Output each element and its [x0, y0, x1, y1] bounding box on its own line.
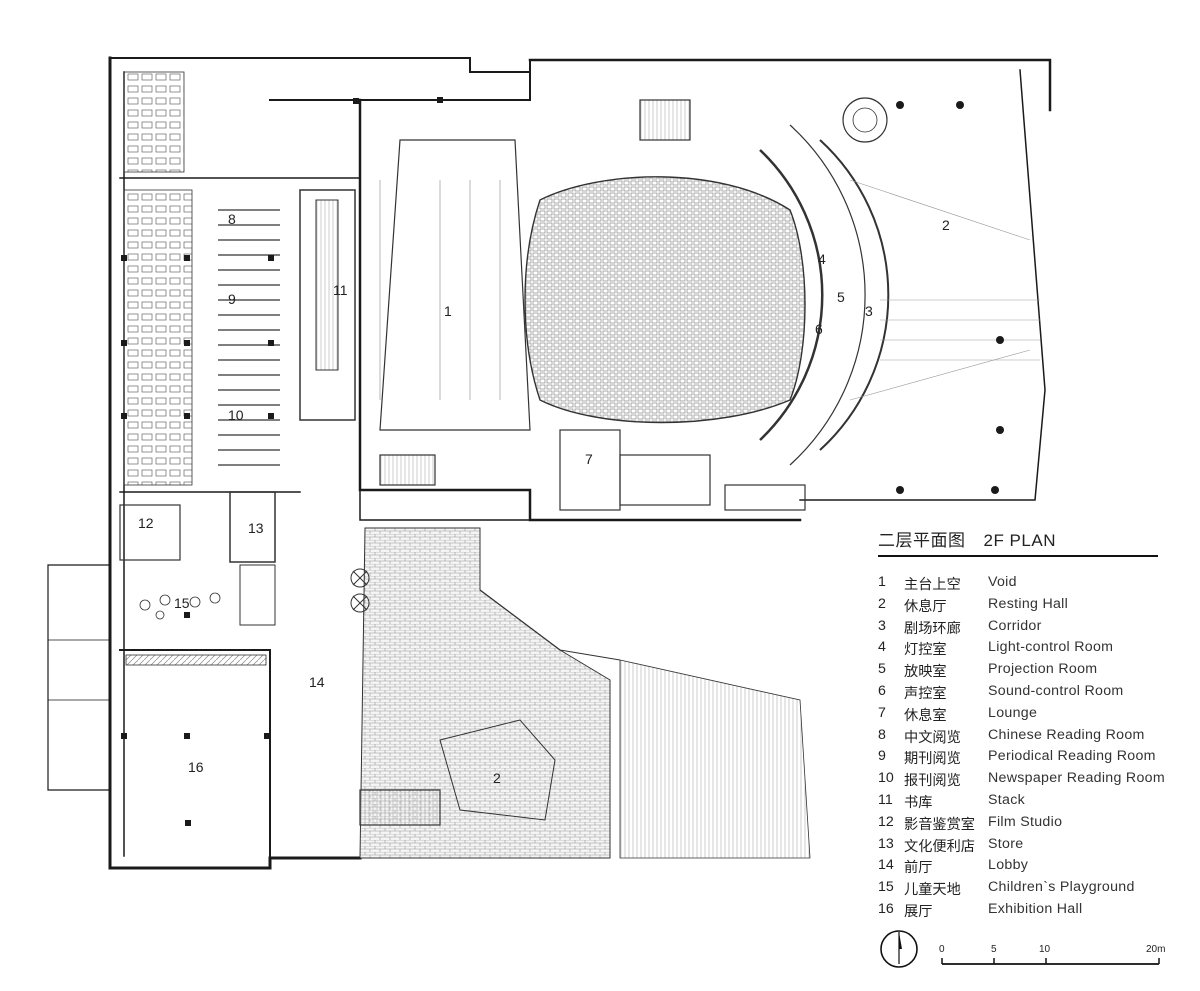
scale-tick-label: 5 [991, 944, 997, 955]
library-interior [119, 71, 443, 826]
room-label-12: 12 [138, 515, 154, 531]
room-label-6: 6 [815, 321, 823, 337]
scale-bar [941, 958, 1160, 965]
north-arrow-icon [880, 930, 918, 968]
room-number-labels: 1 2 2 3 4 5 6 7 8 9 10 11 12 13 14 15 16 [138, 211, 950, 786]
room-label-11: 11 [333, 282, 348, 298]
room-label-16: 16 [188, 759, 204, 775]
room-label-10: 10 [228, 407, 244, 423]
room-label-2-lobby: 2 [493, 770, 501, 786]
room-label-15: 15 [174, 595, 190, 611]
stage-void [379, 139, 531, 431]
room-label-5: 5 [837, 289, 845, 305]
scale-tick-label: 10 [1039, 944, 1051, 955]
lobby-terrace [350, 527, 811, 859]
room-label-1: 1 [444, 303, 452, 319]
room-label-7: 7 [585, 451, 593, 467]
scale-and-north: 0 5 10 20m [878, 928, 1178, 972]
auditorium [524, 97, 1040, 494]
theater-service-rooms [379, 99, 806, 511]
room-label-8: 8 [228, 211, 236, 227]
room-label-13: 13 [248, 520, 264, 536]
room-label-14: 14 [309, 674, 325, 690]
scale-tick-label: 0 [939, 944, 945, 955]
legend-title-en: 2F PLAN [983, 531, 1056, 550]
room-label-9: 9 [228, 291, 236, 307]
room-label-4: 4 [818, 251, 826, 267]
scale-tick-label: 20m [1146, 944, 1166, 955]
legend-title-zh: 二层平面图 [878, 531, 966, 550]
room-label-3: 3 [865, 303, 873, 319]
legend-title: 二层平面图 2F PLAN [878, 526, 1158, 557]
room-label-2-resting-hall: 2 [942, 217, 950, 233]
